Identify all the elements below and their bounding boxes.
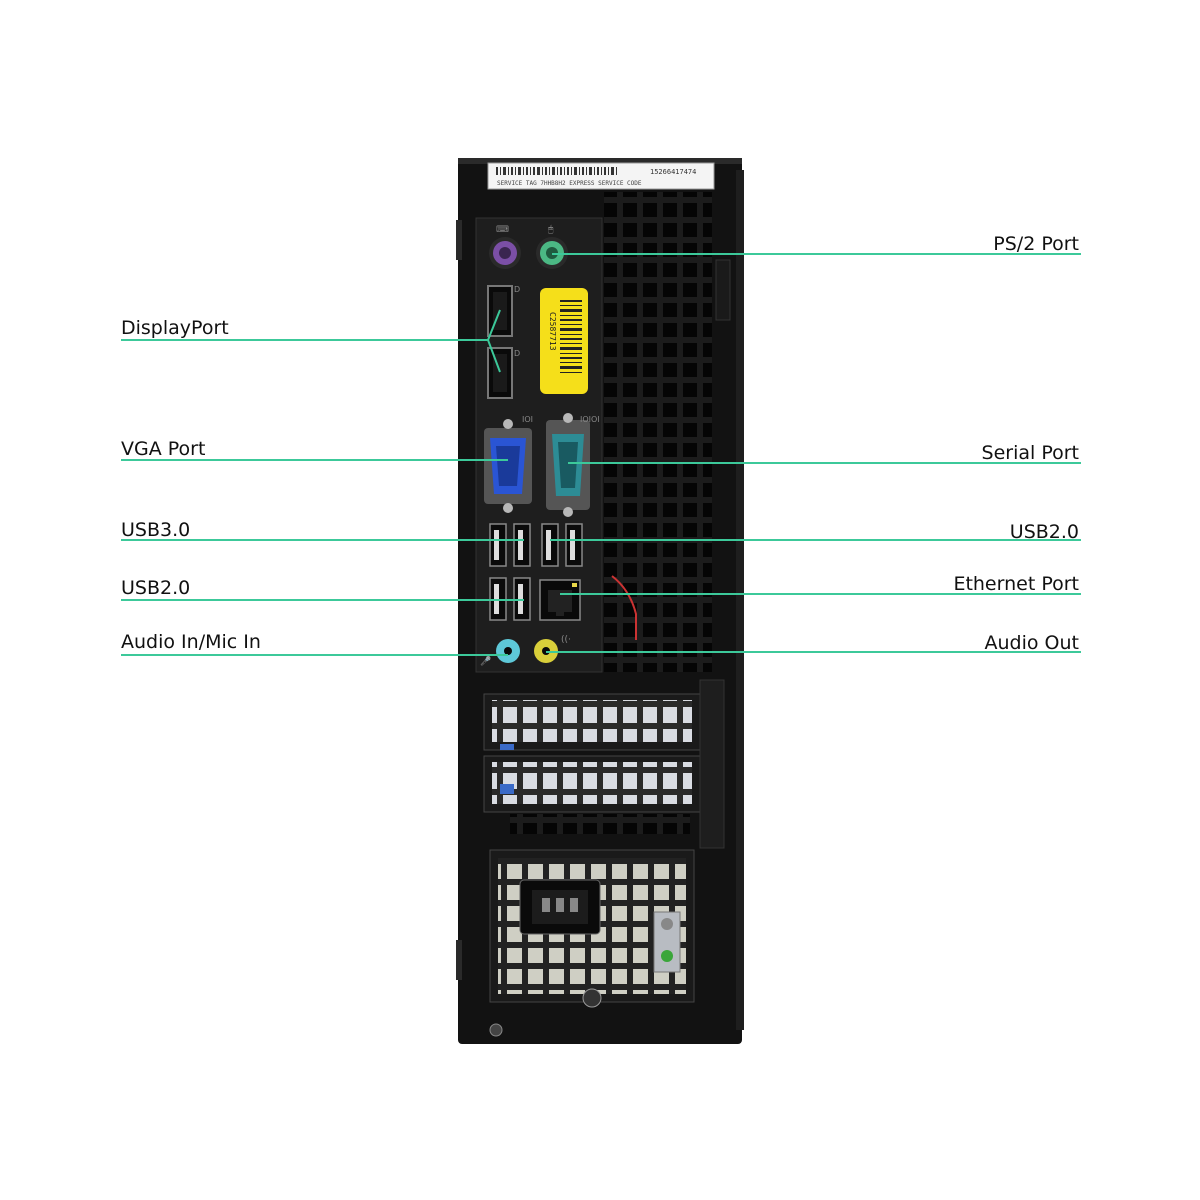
io-panel: ⌨ 🖱 D D C2587713 xyxy=(475,217,603,673)
label-ethernet-port: Ethernet Port xyxy=(953,573,1079,595)
callout-lines xyxy=(121,253,1081,656)
asset-sticker: C2587713 xyxy=(540,288,588,394)
side-slot xyxy=(715,259,731,321)
label-audio-in: Audio In/Mic In xyxy=(121,631,261,653)
label-usb2-right: USB2.0 xyxy=(1009,521,1079,543)
vga-port[interactable] xyxy=(484,419,532,513)
label-usb2-left: USB2.0 xyxy=(121,577,191,599)
vga-icon: IOI xyxy=(522,415,533,424)
serial-port[interactable] xyxy=(546,413,590,517)
displayport-2[interactable] xyxy=(487,347,513,399)
top-vent-grille xyxy=(604,192,712,672)
label-vga-port: VGA Port xyxy=(121,438,206,460)
expansion-slot-1 xyxy=(483,693,701,751)
usb3-port[interactable] xyxy=(513,523,531,567)
keyboard-icon: ⌨ xyxy=(496,225,509,235)
mic-icon: 🎤 xyxy=(480,655,491,667)
label-ps2-port: PS/2 Port xyxy=(993,233,1079,255)
service-tag-label: 15266417474 SERVICE TAG 7HHB8H2 EXPRESS … xyxy=(487,162,715,190)
service-label-text: SERVICE TAG 7HHB8H2 EXPRESS SERVICE CODE xyxy=(497,180,642,187)
expansion-slot-2 xyxy=(483,755,701,813)
audio-in-jack[interactable] xyxy=(496,639,520,663)
lower-vent xyxy=(510,814,690,834)
label-usb3: USB3.0 xyxy=(121,519,191,541)
label-displayport: DisplayPort xyxy=(121,317,229,339)
label-audio-out: Audio Out xyxy=(984,632,1080,654)
power-supply xyxy=(489,849,695,1003)
barcode xyxy=(496,167,617,175)
usb2-port[interactable] xyxy=(541,523,559,567)
ps2-keyboard-port[interactable] xyxy=(489,237,521,269)
serial-icon: IOIOI xyxy=(580,415,600,424)
power-inlet[interactable] xyxy=(519,879,601,935)
asset-sticker-text: C2587713 xyxy=(548,312,557,351)
displayport-icon: D xyxy=(514,285,520,294)
service-label-number: 15266417474 xyxy=(650,168,696,176)
psu-test-button[interactable] xyxy=(653,911,681,973)
usb2-port[interactable] xyxy=(565,523,583,567)
usb3-port[interactable] xyxy=(489,523,507,567)
label-serial-port: Serial Port xyxy=(981,442,1079,464)
displayport-icon: D xyxy=(514,349,520,358)
ethernet-port[interactable] xyxy=(539,579,581,621)
screw xyxy=(489,1023,503,1037)
screw xyxy=(582,988,602,1008)
callout-line-displayport xyxy=(487,339,501,373)
mouse-icon: 🖱 xyxy=(548,224,554,235)
speaker-icon: ((· xyxy=(561,635,571,645)
callout-line-displayport xyxy=(487,309,501,341)
slot-cover-bracket xyxy=(699,679,725,849)
